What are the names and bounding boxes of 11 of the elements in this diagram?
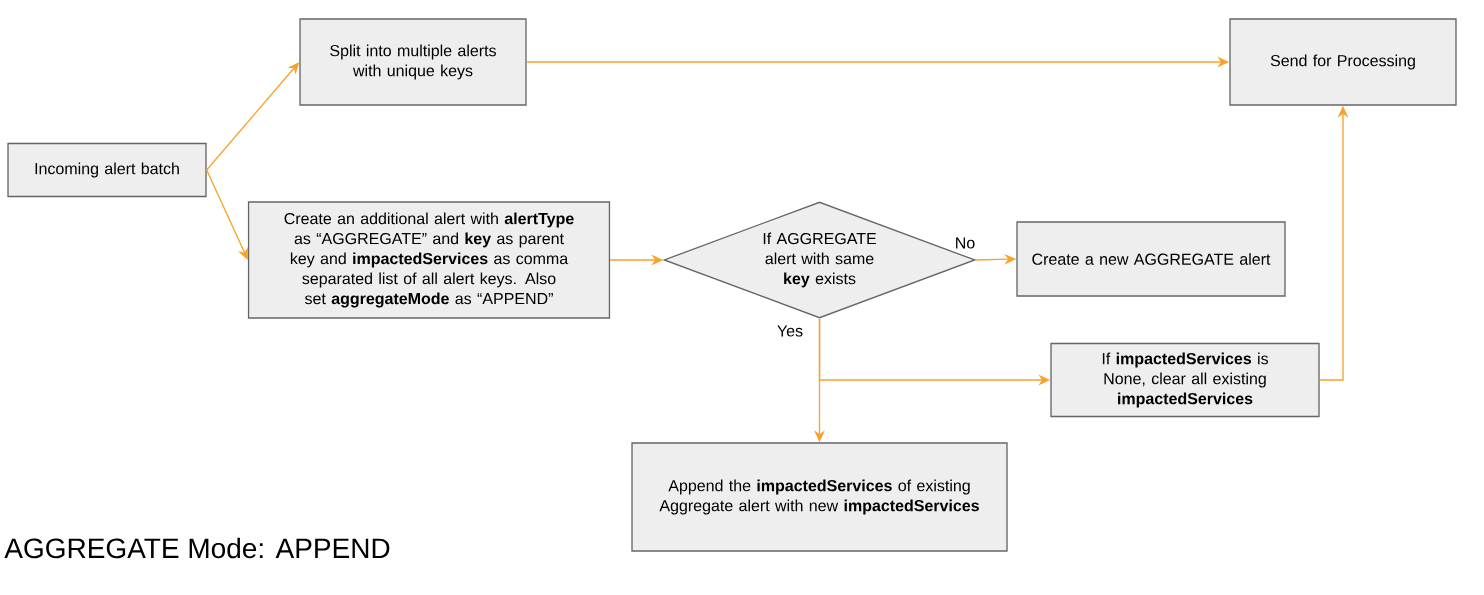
arrow bbox=[206, 169, 248, 260]
process-box: Incoming alert batch bbox=[7, 142, 207, 198]
process-box: Create an additional alert with alertType as “AGGREGATE” and key as parent key and impactedServices as comma separated list of all alert keys. Also set aggregateMode as “APPEND” bbox=[247, 201, 611, 319]
process-box: Append the impactedServices of existing Aggregate alert with new impactedServices bbox=[631, 442, 1008, 552]
edge-label: No bbox=[953, 236, 977, 250]
edge-label: Yes bbox=[775, 324, 805, 338]
process-box: Create a new AGGREGATE alert bbox=[1016, 221, 1286, 297]
title: AGGREGATE Mode: APPEND bbox=[4, 537, 390, 559]
process-box: If impactedServices is None, clear all existing impactedServices bbox=[1050, 342, 1320, 418]
process-box: Send for Processing bbox=[1229, 18, 1457, 106]
process-box: Split into multiple alerts with unique keys bbox=[299, 18, 527, 106]
